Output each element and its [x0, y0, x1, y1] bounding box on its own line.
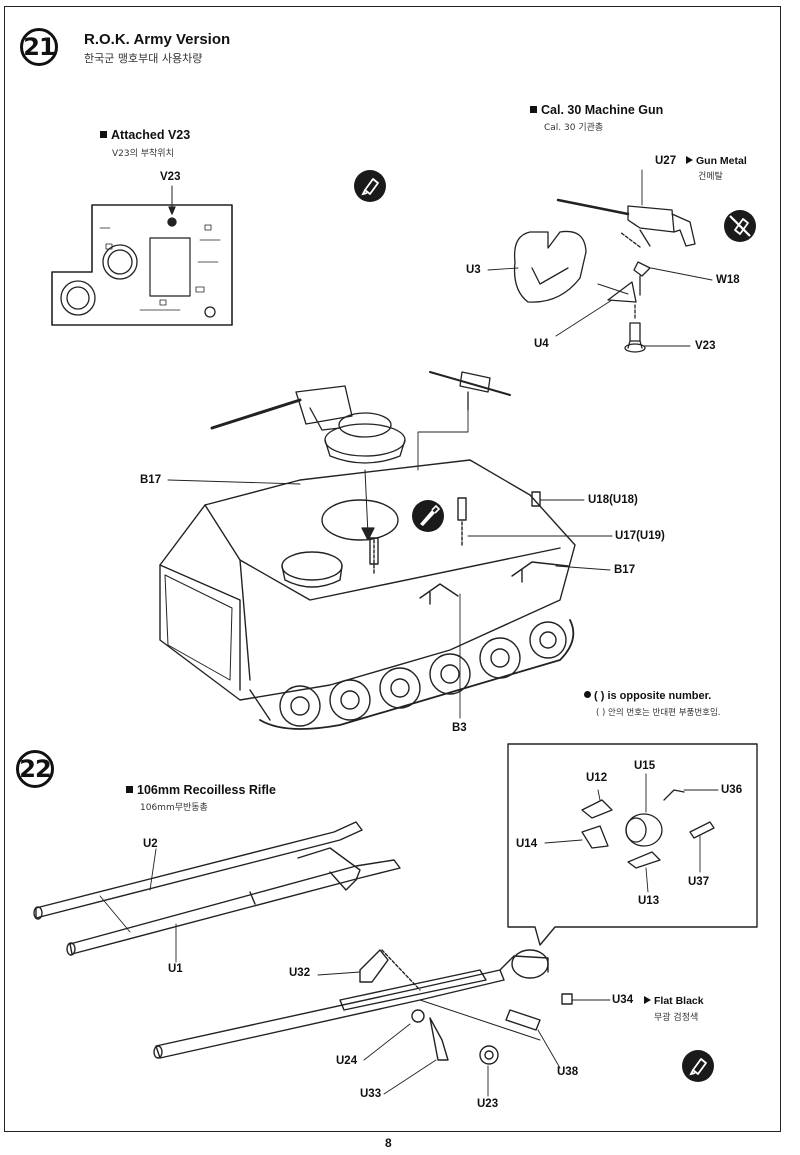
part-label-u27: U27 — [655, 155, 677, 167]
part-label-u23: U23 — [477, 1098, 499, 1110]
square-bullet-icon — [126, 786, 133, 793]
detail-label-u37: U37 — [688, 876, 710, 888]
part-label-u18: U18(U18) — [588, 494, 638, 506]
attached-v23-heading: Attached V23 — [100, 128, 190, 142]
arrow-right-icon — [644, 996, 651, 1004]
arrow-right-icon — [686, 156, 693, 164]
attached-v23-title: Attached V23 — [111, 128, 191, 142]
detail-label-u12: U12 — [586, 772, 608, 784]
glue-icon — [354, 170, 386, 202]
recoilless-rifle-heading: 106mm Recoilless Rifle — [126, 783, 276, 797]
part-label-v23-top: V23 — [160, 171, 181, 183]
rifle-barrels-drawing — [33, 821, 401, 963]
part-label-u32: U32 — [289, 967, 311, 979]
opposite-number-korean: ( ) 안의 번호는 반대편 부품번호임. — [596, 708, 721, 718]
bullet-dot-icon — [584, 691, 591, 698]
brush-symbol-icon — [420, 504, 441, 526]
part-label-b17-right: B17 — [614, 564, 636, 576]
step-21-subtitle: 한국군 맹호부대 사용차량 — [84, 52, 203, 65]
detail-label-u13: U13 — [638, 895, 660, 907]
paint-brush-icon — [412, 500, 444, 532]
paint-flat-black-korean: 무광 검정색 — [654, 1013, 699, 1023]
part-label-u24: U24 — [336, 1055, 358, 1067]
square-bullet-icon — [100, 131, 107, 138]
part-label-v23-mg: V23 — [695, 340, 716, 352]
paint-flat-black: Flat Black — [644, 995, 704, 1007]
part-label-u4: U4 — [534, 338, 549, 350]
page-frame — [4, 6, 781, 1132]
opposite-number-text: ( ) is opposite number. — [594, 690, 712, 702]
part-label-u1: U1 — [168, 963, 183, 975]
paint-gun-metal-label: Gun Metal — [696, 155, 747, 167]
detail-label-u36: U36 — [721, 784, 743, 796]
part-label-u33: U33 — [360, 1088, 382, 1100]
opposite-number-note: ( ) is opposite number. — [584, 690, 711, 702]
machine-gun-heading: Cal. 30 Machine Gun — [530, 103, 663, 117]
paint-gun-metal: Gun Metal — [686, 155, 747, 167]
part-label-u34: U34 — [612, 994, 634, 1006]
part-label-w18: W18 — [716, 274, 740, 286]
glue-icon-step22 — [682, 1050, 714, 1082]
machine-gun-title: Cal. 30 Machine Gun — [541, 103, 664, 117]
no-glue-symbol-icon — [729, 215, 751, 237]
attached-v23-subtitle: V23의 부착위치 — [112, 149, 174, 159]
recoilless-rifle-title: 106mm Recoilless Rifle — [137, 783, 276, 797]
page-number: 8 — [385, 1136, 392, 1150]
assembled-rifle-drawing — [153, 949, 611, 1097]
small-mg-drawing — [417, 371, 511, 471]
part-label-u17: U17(U19) — [615, 530, 665, 542]
part-label-u38: U38 — [557, 1066, 579, 1078]
turret-assembly-drawing — [210, 385, 406, 541]
part-label-u3: U3 — [466, 264, 481, 276]
glue-tube-icon — [689, 1058, 707, 1076]
part-label-b3: B3 — [452, 722, 467, 734]
step-21-number: 21 — [20, 28, 58, 66]
detail-callout-box — [507, 743, 758, 946]
hull-drawing — [159, 459, 613, 730]
paint-gun-metal-korean: 건메탈 — [698, 172, 723, 182]
step-21-title: R.O.K. Army Version — [84, 31, 231, 48]
glue-tube-icon — [361, 178, 379, 196]
machine-gun-subtitle: Cal. 30 기관총 — [544, 123, 604, 133]
square-bullet-icon — [530, 106, 537, 113]
paint-flat-black-label: Flat Black — [654, 995, 704, 1007]
part-label-u2: U2 — [143, 838, 158, 850]
detail-label-u15: U15 — [634, 760, 656, 772]
part-label-b17-top: B17 — [140, 474, 162, 486]
recoilless-rifle-subtitle: 106mm무반동총 — [140, 803, 208, 813]
hull-top-plate-drawing — [51, 185, 233, 326]
detail-label-u14: U14 — [516, 838, 538, 850]
no-glue-icon — [724, 210, 756, 242]
machine-gun-drawing — [487, 169, 713, 353]
step-22-number: 22 — [16, 750, 54, 788]
